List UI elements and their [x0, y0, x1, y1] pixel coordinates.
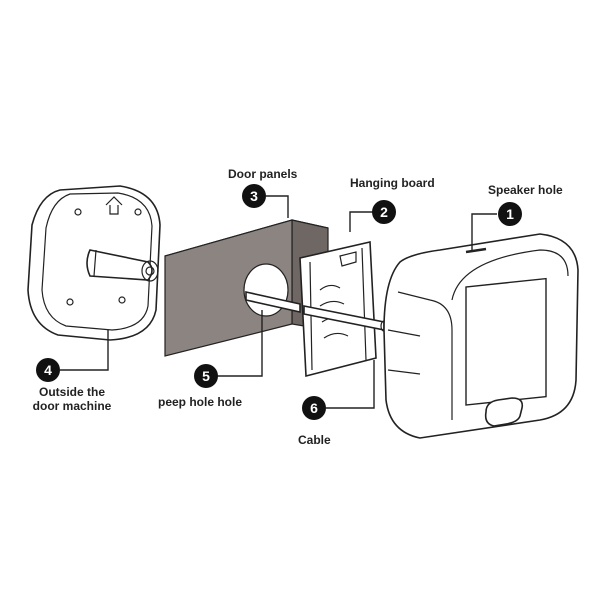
callout-5: 5 peep hole hole	[158, 364, 242, 409]
callout-badge	[498, 202, 522, 226]
callout-badge	[372, 200, 396, 224]
door-panel-face	[164, 219, 293, 357]
callout-3: 3 Door panels	[228, 167, 298, 208]
callout-badge	[242, 184, 266, 208]
speaker-hole	[465, 247, 487, 254]
outside-door-machine	[27, 185, 161, 341]
callout-4: 4 Outside the door machine	[33, 358, 112, 413]
callout-1: 1 Speaker hole	[488, 183, 563, 226]
speaker-hole-label: Speaker hole	[488, 183, 563, 197]
outside-door-machine-label-line-2: door machine	[33, 399, 112, 413]
callout-2: 2 Hanging board	[350, 176, 435, 224]
outside-door-machine-label-line-1: Outside the	[39, 385, 105, 399]
callout-number: 3	[250, 188, 258, 204]
door-panels-label: Door panels	[228, 167, 298, 181]
callout-6: 6 Cable	[298, 396, 331, 447]
monitor-screen	[465, 277, 547, 406]
peep-hole-label: peep hole hole	[158, 395, 242, 409]
monitor-button	[484, 397, 524, 427]
cable	[245, 291, 388, 332]
indoor-monitor	[383, 233, 579, 439]
cable-label: Cable	[298, 433, 331, 447]
callout-badge	[36, 358, 60, 382]
hanging-board	[299, 241, 377, 378]
callout-badge	[194, 364, 218, 388]
leader-lines	[60, 195, 497, 409]
callout-number: 6	[310, 400, 318, 416]
callout-number: 5	[202, 368, 210, 384]
hanging-board-label: Hanging board	[350, 176, 435, 190]
callout-badge	[302, 396, 326, 420]
callout-number: 2	[380, 204, 388, 220]
callout-number: 1	[506, 206, 514, 222]
callout-number: 4	[44, 362, 52, 378]
